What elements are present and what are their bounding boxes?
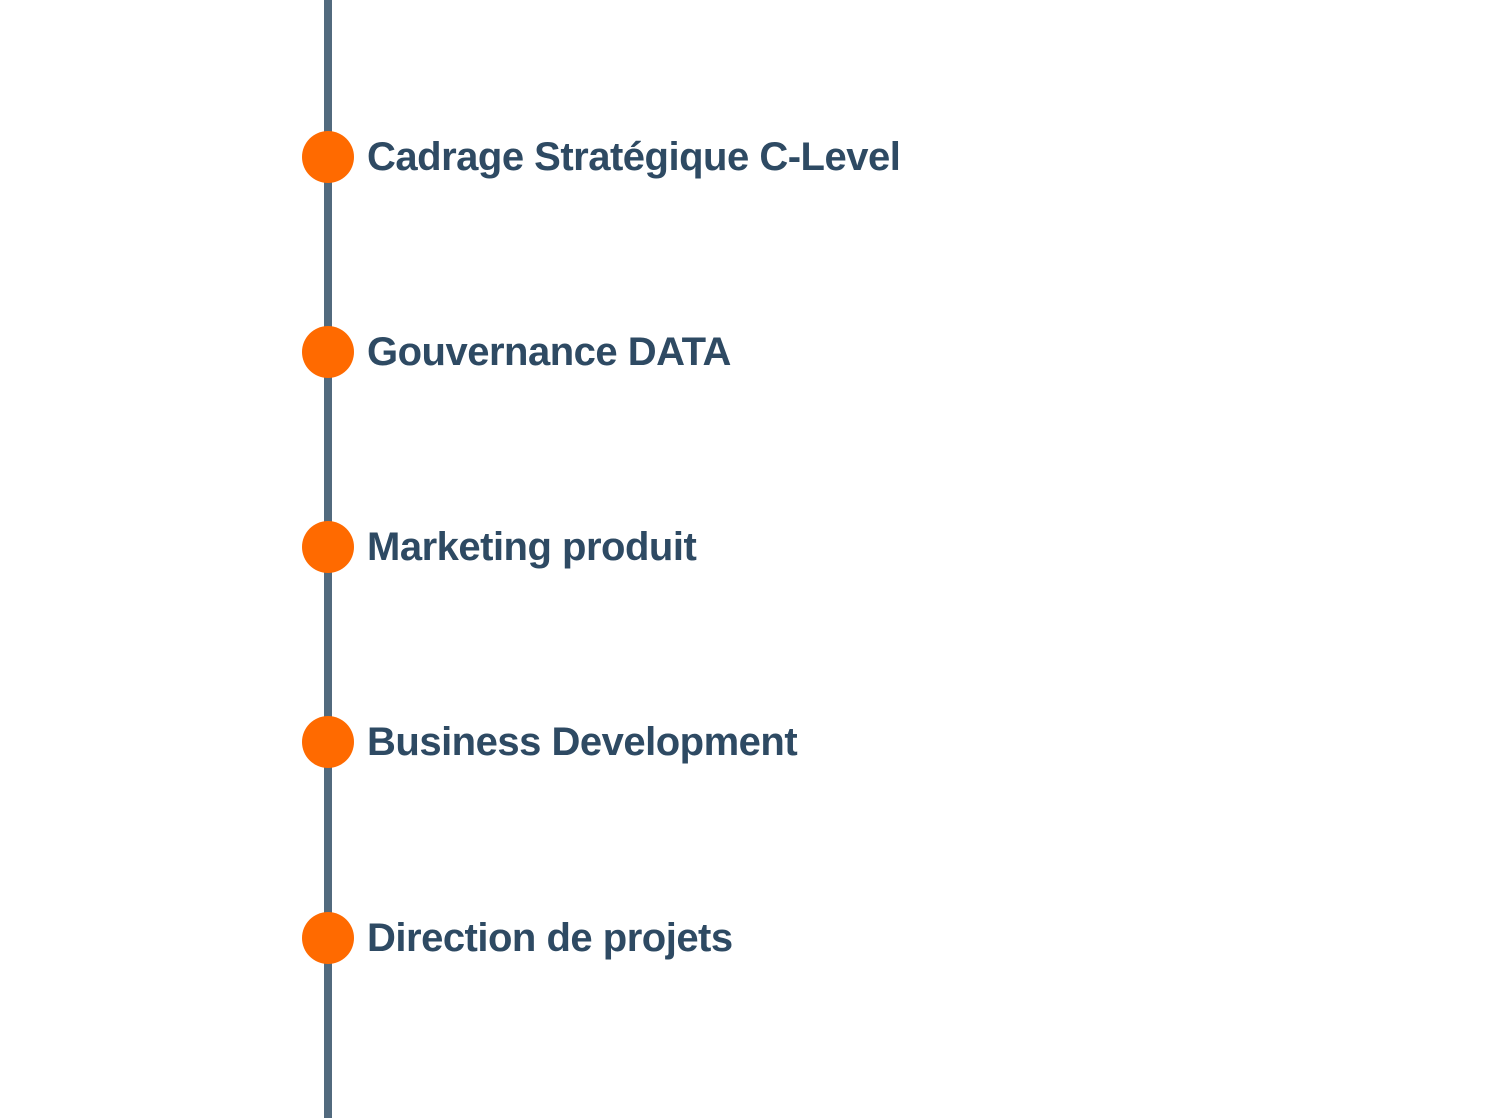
timeline-dot: [302, 521, 354, 573]
timeline-label: Business Development: [367, 720, 798, 764]
timeline-item: Cadrage Stratégique C-Level: [302, 131, 901, 183]
timeline-label: Gouvernance DATA: [367, 330, 731, 374]
timeline-dot: [302, 912, 354, 964]
timeline-label: Cadrage Stratégique C-Level: [367, 135, 901, 179]
timeline-dot: [302, 131, 354, 183]
timeline-item: Gouvernance DATA: [302, 326, 731, 378]
timeline-dot: [302, 716, 354, 768]
timeline-label: Direction de projets: [367, 916, 733, 960]
timeline-item: Marketing produit: [302, 521, 697, 573]
timeline-item: Direction de projets: [302, 912, 733, 964]
timeline-dot: [302, 326, 354, 378]
timeline-item: Business Development: [302, 716, 798, 768]
timeline-label: Marketing produit: [367, 525, 697, 569]
